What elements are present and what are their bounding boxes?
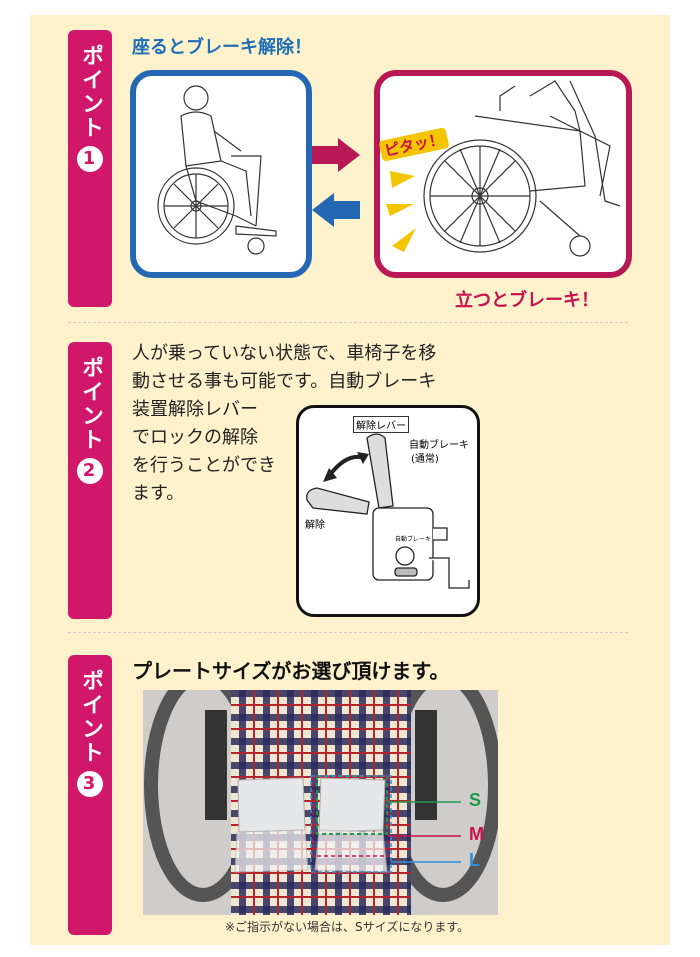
point-tab-2: ポイント 2 (68, 342, 112, 619)
standing-person-wheelchair-illustration (386, 80, 621, 257)
section-divider (68, 322, 628, 323)
description-line: 装置解除レバー (132, 399, 258, 420)
point-number: 2 (77, 458, 103, 484)
footplate-size-photo-illustration (143, 690, 498, 915)
seated-person-wheelchair-illustration (157, 85, 277, 255)
description-line: 人が乗っていない状態で、車椅子を移 (132, 343, 437, 364)
point-number: 3 (77, 771, 103, 797)
normal-label: (通常) (411, 454, 439, 465)
release-lever-label: 解除レバー (353, 416, 409, 433)
release-lever-diagram: 解除レバー 自動ブレーキ (通常) 解除 自動ブレーキ (296, 405, 480, 617)
description-line: ます。 (132, 483, 185, 504)
description-line: を行うことができ (132, 455, 276, 476)
point-number: 1 (77, 146, 103, 172)
auto-brake-label: 自動ブレーキ (409, 440, 469, 451)
size-l-label: L (469, 850, 480, 870)
plate-size-caption: プレートサイズがお選び頂けます。 (132, 659, 450, 683)
section-divider (68, 632, 628, 633)
small-auto-brake-label: 自動ブレーキ (395, 536, 432, 543)
point2-description: 人が乗っていない状態で、車椅子を移 動させる事も可能です。自動ブレーキ 装置解除… (132, 340, 492, 508)
caption-stand-brake: 立つとブレーキ！ (455, 290, 599, 311)
left-arrow-icon (312, 193, 360, 227)
point-label: ポイント (78, 669, 103, 765)
lever-mechanism-illustration (306, 433, 470, 589)
sitting-illustration-panel (130, 70, 312, 278)
wheelchair-plate-photo: S M L (143, 690, 498, 915)
point-label: ポイント (78, 356, 103, 452)
size-m-label: M (469, 824, 484, 844)
point-label: ポイント (78, 44, 103, 140)
point-tab-1: ポイント 1 (68, 30, 112, 307)
point-tab-3: ポイント 3 (68, 655, 112, 935)
caption-sit-release: 座るとブレーキ解除！ (132, 37, 312, 58)
size-s-label: S (469, 790, 482, 810)
right-arrow-icon (312, 138, 360, 172)
default-size-note: ※ご指示がない場合は、Sサイズになります。 (225, 920, 470, 934)
description-line: でロックの解除 (132, 427, 258, 448)
standing-illustration-panel: ピタッ！ (374, 70, 632, 278)
release-label: 解除 (305, 520, 325, 531)
description-line: 動させる事も可能です。自動ブレーキ (132, 371, 437, 392)
